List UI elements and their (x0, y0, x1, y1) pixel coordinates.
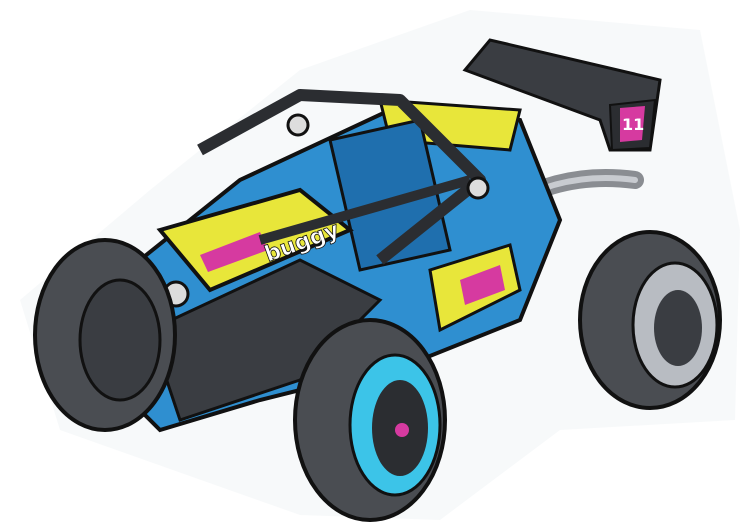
wheel-rear-right (578, 230, 722, 410)
wheel-front-right (293, 318, 447, 522)
chassis: buggy (87, 89, 563, 433)
wheel-front-left (33, 238, 177, 432)
wing-number: 11 (622, 115, 644, 134)
rear-wing: 11 (462, 38, 662, 152)
